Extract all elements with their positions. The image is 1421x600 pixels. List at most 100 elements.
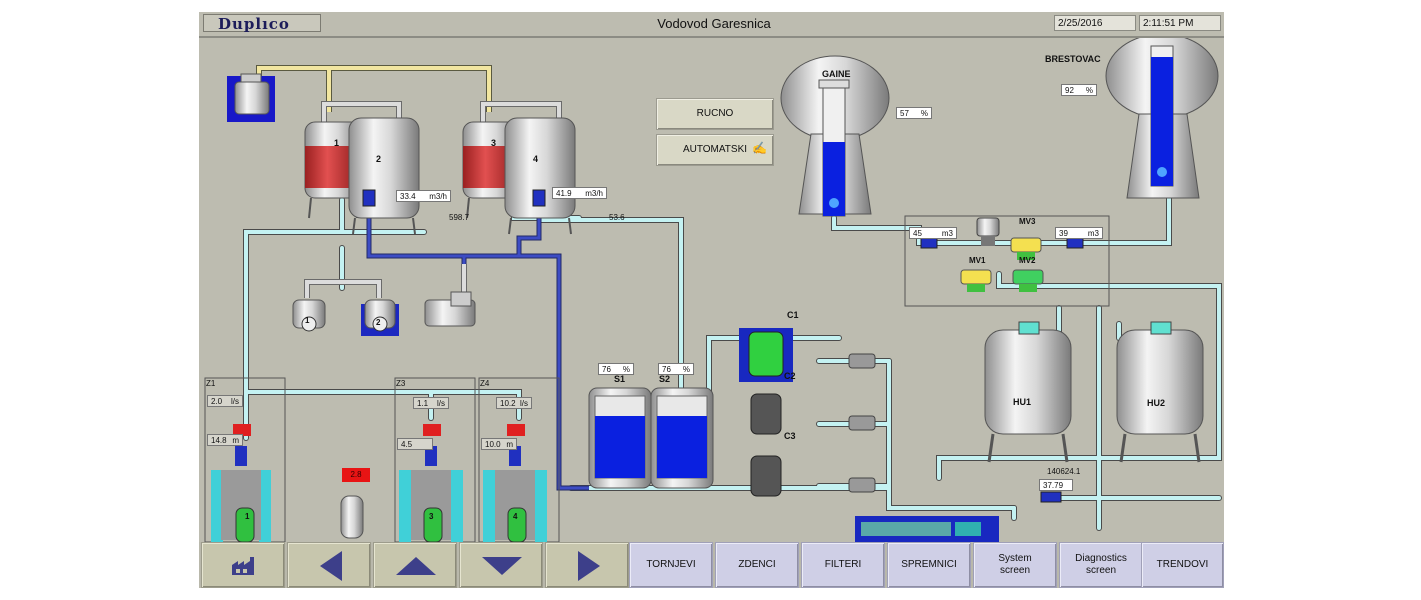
z1-depth-value: 14.8 bbox=[211, 436, 227, 445]
reservoir-gaine[interactable] bbox=[780, 55, 890, 217]
storage-s2[interactable] bbox=[650, 387, 714, 489]
brestovac-label: BRESTOVAC bbox=[1045, 54, 1101, 64]
s1-level-value: 76 bbox=[602, 365, 611, 374]
hydrophore-hu1[interactable] bbox=[984, 321, 1072, 463]
system-screen-button[interactable]: System screen bbox=[973, 542, 1057, 588]
factory-icon bbox=[232, 557, 254, 575]
flowmeter-hu[interactable] bbox=[1040, 491, 1062, 503]
arrow-right-icon bbox=[578, 551, 600, 581]
z4-flow-unit: l/s bbox=[520, 399, 528, 408]
compressor-c2[interactable] bbox=[750, 393, 782, 435]
s2-level-unit: % bbox=[682, 365, 690, 374]
mv1-label: MV1 bbox=[969, 256, 986, 265]
motor-valve-mv1[interactable] bbox=[960, 269, 992, 292]
motor-valve-main[interactable] bbox=[976, 217, 1000, 246]
z1-flow-unit: l/s bbox=[231, 397, 239, 406]
tank-1-label: 1 bbox=[334, 138, 340, 148]
brestovac-level-fill bbox=[1151, 57, 1173, 186]
well-z1-pump[interactable] bbox=[235, 507, 255, 542]
gaine-level-value: 57 bbox=[900, 109, 909, 118]
arrow-up-icon bbox=[396, 557, 436, 575]
gaine-label: GAINE bbox=[822, 69, 851, 79]
auto-mode-label: AUTOMATSKI bbox=[682, 144, 748, 155]
z1-flow-value: 2.0 bbox=[211, 397, 223, 406]
flow-left-value: 33.4 bbox=[400, 192, 416, 201]
nav-left-button[interactable] bbox=[287, 542, 371, 588]
valve-panel bbox=[904, 215, 1110, 307]
compressor-c1[interactable] bbox=[739, 328, 793, 382]
scada-window: Duplıco Vodovod Garesnica 2/25/2016 2:11… bbox=[199, 12, 1224, 588]
valve-right-actuator[interactable] bbox=[1066, 237, 1084, 249]
pump-1[interactable] bbox=[292, 299, 326, 332]
pump-2[interactable] bbox=[361, 299, 399, 336]
z3-depth-display: 4.5 bbox=[397, 438, 433, 450]
gaine-level-unit: % bbox=[920, 109, 928, 118]
pump-2-label: 2 bbox=[376, 318, 381, 327]
total-left-value: 598.7 bbox=[449, 213, 470, 222]
filteri-button[interactable]: FILTERI bbox=[801, 542, 885, 588]
navigation-bar: TORNJEVI ZDENCI FILTERI SPREMNICI System… bbox=[199, 542, 1224, 588]
c3-label: C3 bbox=[784, 431, 796, 441]
s1-label: S1 bbox=[614, 374, 626, 384]
well-z4-pump[interactable] bbox=[507, 507, 527, 542]
flowmeter-left bbox=[362, 189, 376, 207]
nav-right-button[interactable] bbox=[545, 542, 629, 588]
home-button[interactable] bbox=[201, 542, 285, 588]
z4-flow-value: 10.2 bbox=[500, 399, 516, 408]
reservoir-brestovac[interactable] bbox=[1105, 38, 1219, 199]
s1-level-unit: % bbox=[622, 365, 630, 374]
trendovi-button[interactable]: TRENDOVI bbox=[1141, 542, 1224, 588]
z3-flow-value: 1.1 bbox=[417, 399, 429, 408]
zdenci-button[interactable]: ZDENCI bbox=[715, 542, 799, 588]
z1-flow-display: 2.0 l/s bbox=[207, 395, 243, 407]
hand-cursor-icon: ✍ bbox=[752, 141, 767, 155]
booster-station[interactable] bbox=[855, 516, 999, 542]
well-z1-pump-label: 1 bbox=[245, 512, 250, 521]
alarm-indicator[interactable]: 2.8 bbox=[342, 468, 370, 482]
manual-mode-button[interactable]: RUCNO bbox=[656, 98, 774, 130]
well-z2-frame bbox=[340, 495, 364, 539]
valve-left-actuator[interactable] bbox=[920, 237, 938, 249]
time-display: 2:11:51 PM bbox=[1139, 15, 1221, 31]
tank-2[interactable] bbox=[348, 117, 420, 235]
storage-s1[interactable] bbox=[588, 387, 652, 489]
title-bar: Duplıco Vodovod Garesnica 2/25/2016 2:11… bbox=[199, 12, 1224, 38]
line-valves-c[interactable] bbox=[848, 353, 876, 493]
compressor-c3[interactable] bbox=[750, 455, 782, 497]
pump-1-label: 1 bbox=[305, 316, 310, 325]
flow-right-value: 41.9 bbox=[556, 189, 572, 198]
motor-valve-mv3[interactable] bbox=[1010, 237, 1042, 260]
well-z3-pump[interactable] bbox=[423, 507, 443, 542]
auto-mode-button[interactable]: AUTOMATSKI ✍ bbox=[656, 134, 774, 166]
gaine-level-fill bbox=[823, 142, 845, 216]
diagnostics-screen-button[interactable]: Diagnostics screen bbox=[1059, 542, 1143, 588]
motor-valve-mv2[interactable] bbox=[1012, 269, 1044, 292]
tornjevi-button[interactable]: TORNJEVI bbox=[629, 542, 713, 588]
z4-depth-value: 10.0 bbox=[485, 440, 501, 449]
well-z3-label: Z3 bbox=[396, 379, 406, 388]
volume-left-unit: m3 bbox=[941, 229, 953, 238]
z1-depth-unit: m bbox=[232, 436, 239, 445]
well-z3-pump-label: 3 bbox=[429, 512, 434, 521]
tank-4[interactable] bbox=[504, 117, 576, 235]
app-title: Vodovod Garesnica bbox=[657, 16, 771, 31]
spremnici-button[interactable]: SPREMNICI bbox=[887, 542, 971, 588]
pump-3[interactable] bbox=[424, 291, 476, 327]
nav-up-button[interactable] bbox=[373, 542, 457, 588]
s2-level-display: 76% bbox=[658, 363, 694, 375]
s2-level-value: 76 bbox=[662, 365, 671, 374]
c1-label: C1 bbox=[787, 310, 799, 320]
mv2-label: MV2 bbox=[1019, 256, 1036, 265]
hydrophore-hu2[interactable] bbox=[1116, 321, 1204, 463]
volume-left-value: 45 bbox=[913, 229, 922, 238]
s2-label: S2 bbox=[659, 374, 671, 384]
arrow-down-icon bbox=[482, 557, 522, 575]
nav-down-button[interactable] bbox=[459, 542, 543, 588]
hu1-label: HU1 bbox=[1013, 397, 1032, 407]
s1-level-fill bbox=[595, 416, 645, 478]
volume-left-display: 45 m3 bbox=[909, 227, 957, 239]
